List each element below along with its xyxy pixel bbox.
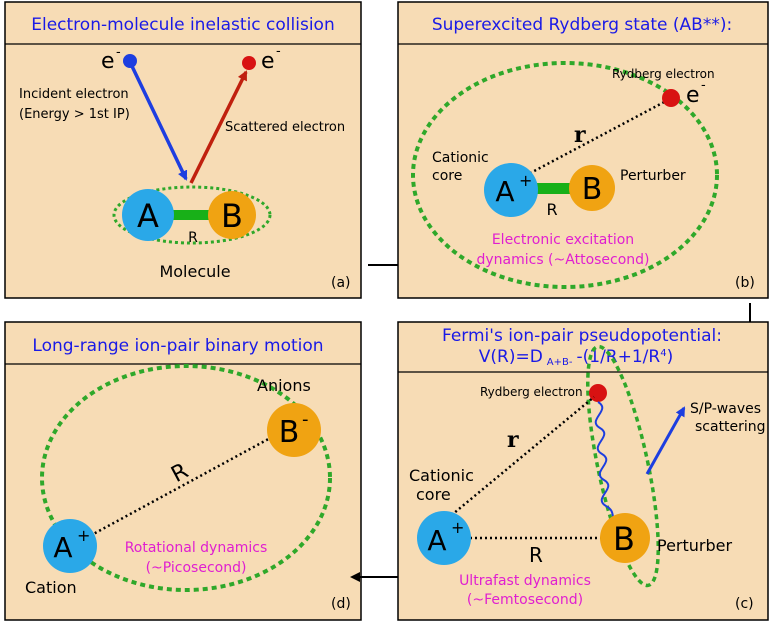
atom-b-b-label: B [582, 172, 603, 207]
scattered-electron-symbol: e [261, 49, 275, 74]
potential-part-1: V(R)=D [479, 347, 543, 367]
molecule-bond [170, 210, 214, 220]
atom-a-c-label: A [427, 524, 446, 557]
panel-a-title: Electron-molecule inelastic collision [31, 15, 334, 35]
r-label-b: r [574, 122, 586, 148]
atom-a-b-charge: + [519, 171, 532, 190]
atom-a-b [484, 163, 538, 217]
molecule-atom-b-label: B [221, 197, 243, 235]
dynamics-label-d-1: Rotational dynamics [125, 540, 268, 556]
potential-superscript: 4 [660, 348, 666, 359]
electron-perturber-ellipse [586, 344, 660, 588]
bond-b [535, 183, 577, 194]
waves-label-1: S/P-waves [690, 401, 761, 417]
panel-b-title: Superexcited Rydberg state (AB**): [432, 15, 732, 35]
anion-atom-charge: - [302, 409, 309, 430]
separation-label-c: R [529, 543, 543, 567]
cation-atom-label: A [53, 531, 72, 564]
panel-d-tag: (d) [331, 596, 351, 612]
scattered-electron-charge: - [276, 44, 281, 59]
atom-a-b-label: A [495, 175, 514, 208]
panel-c-title-2: V(R)=D A+B- -(1/R+1/R4) [479, 347, 674, 368]
dynamics-label-c-2: (~Femtosecond) [467, 592, 583, 608]
perturber-label-b: Perturber [620, 168, 686, 184]
rydberg-electron-symbol-b: e [686, 83, 700, 108]
r-label-c: r [507, 427, 519, 453]
dynamics-label-c-1: Ultrafast dynamics [459, 573, 591, 589]
panel-d-title: Long-range ion-pair binary motion [32, 336, 323, 356]
panel-c-tag: (c) [735, 596, 754, 612]
molecule-atom-b [208, 191, 256, 239]
molecule-label: Molecule [159, 262, 230, 281]
dynamics-label-b-1: Electronic excitation [492, 232, 634, 248]
molecule-ellipse [112, 185, 272, 245]
atom-b-b [569, 165, 615, 211]
panel-c-title-1: Fermi's ion-pair pseudopotential: [442, 326, 722, 346]
potential-part-3: ) [667, 347, 674, 367]
incident-arrow [128, 61, 188, 181]
core-label-b-1: Cationic [432, 150, 489, 166]
cation-label: Cation [25, 578, 77, 597]
anions-label: Anions [257, 376, 311, 395]
r-vector-c [435, 396, 595, 529]
bond-label-b: R [546, 200, 557, 219]
scattered-arrow [189, 70, 248, 184]
scattered-label: Scattered electron [225, 120, 345, 135]
panel-d: Long-range ion-pair binary motion Anions… [4, 321, 362, 621]
atom-b-c [600, 513, 650, 563]
panel-a: Electron-molecule inelastic collision e … [4, 1, 362, 299]
dynamics-label-b-2: dynamics (~Attosecond) [476, 252, 649, 268]
potential-part-2: -(1/R+1/R [577, 347, 661, 367]
panel-b-frame [397, 1, 769, 299]
rydberg-label-c: Rydberg electron [480, 385, 583, 399]
molecule-atom-a [122, 189, 174, 241]
perturber-label-c: Perturber [657, 536, 732, 555]
atom-b-c-label: B [613, 520, 635, 558]
panel-b-tag: (b) [735, 275, 755, 291]
core-label-c-1: Cationic [409, 466, 474, 485]
rydberg-electron-c [589, 384, 607, 402]
cation-atom-charge: + [77, 526, 90, 545]
core-label-b-2: core [432, 168, 462, 184]
potential-subscript: A+B- [547, 357, 573, 368]
atom-a-c [417, 511, 471, 565]
dynamics-label-d-2: (~Picosecond) [146, 560, 247, 576]
molecule-atom-a-label: A [137, 197, 159, 235]
panel-a-tag: (a) [331, 275, 351, 291]
incident-electron [123, 54, 137, 68]
incident-label-2: (Energy > 1st IP) [19, 107, 130, 122]
rydberg-label-b: Rydberg electron [612, 67, 715, 81]
rydberg-orbit-b [411, 61, 719, 289]
atom-a-c-charge: + [451, 518, 464, 537]
cation-atom [43, 519, 97, 573]
ion-pair-orbit [40, 364, 332, 592]
electron-wave [594, 401, 615, 521]
rydberg-electron-charge-b: - [701, 78, 706, 93]
molecule-bond-label: R [188, 230, 198, 246]
incident-electron-symbol: e [101, 49, 115, 74]
scattering-arrow [645, 406, 686, 475]
anion-atom [267, 403, 321, 457]
scattered-electron [242, 56, 256, 70]
panel-a-frame [4, 1, 362, 299]
waves-label-2: scattering [695, 419, 766, 435]
rydberg-electron-b [662, 89, 680, 107]
core-label-c-2: core [416, 485, 451, 504]
panel-b: Superexcited Rydberg state (AB**): Rydbe… [397, 1, 769, 299]
anion-atom-label: B [279, 415, 300, 450]
incident-label-1: Incident electron [19, 87, 129, 102]
incident-electron-charge: - [116, 45, 121, 60]
panel-c: Fermi's ion-pair pseudopotential: V(R)=D… [397, 321, 769, 621]
